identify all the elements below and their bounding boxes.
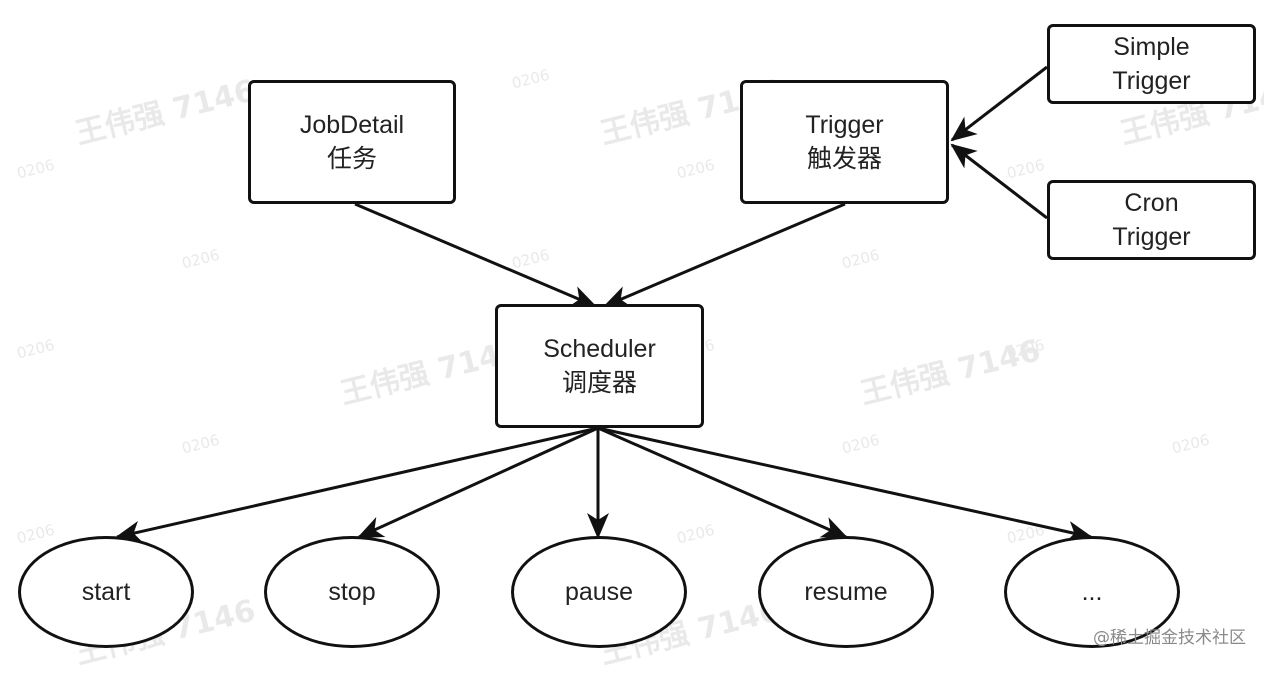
node-scheduler-title: Scheduler bbox=[543, 335, 656, 363]
node-simple-trigger: Simple Trigger bbox=[1047, 24, 1256, 104]
edge-cron-trigger-to-trigger bbox=[950, 143, 1048, 220]
node-jobdetail-title: JobDetail bbox=[299, 111, 405, 139]
node-cron-trigger: Cron Trigger bbox=[1047, 180, 1256, 260]
node-simple-trigger-line2: Trigger bbox=[1112, 67, 1191, 95]
node-scheduler: Scheduler 调度器 bbox=[495, 304, 704, 428]
action-start: start bbox=[18, 536, 194, 648]
edge-trigger-to-scheduler bbox=[603, 202, 846, 308]
action-more-label: ... bbox=[1081, 577, 1103, 606]
node-cron-trigger-line1: Cron bbox=[1124, 189, 1179, 217]
edge-scheduler-to-start bbox=[115, 426, 599, 543]
node-trigger-subtitle: 触发器 bbox=[806, 145, 882, 173]
action-stop-label: stop bbox=[328, 577, 376, 606]
node-scheduler-subtitle: 调度器 bbox=[561, 369, 637, 397]
action-resume: resume bbox=[758, 536, 934, 648]
action-start-label: start bbox=[81, 577, 131, 606]
action-stop: stop bbox=[264, 536, 440, 648]
action-more: ... bbox=[1004, 536, 1180, 648]
node-trigger-title: Trigger bbox=[805, 111, 884, 139]
action-pause: pause bbox=[511, 536, 687, 648]
action-pause-label: pause bbox=[564, 577, 634, 606]
edge-scheduler-to-stop bbox=[357, 426, 599, 539]
action-resume-label: resume bbox=[804, 577, 888, 606]
node-jobdetail: JobDetail 任务 bbox=[248, 80, 456, 204]
edge-simple-trigger-to-trigger bbox=[950, 65, 1048, 142]
edge-scheduler-to-resume bbox=[597, 426, 848, 539]
source-credit: @稀土掘金技术社区 bbox=[1093, 628, 1246, 648]
edges bbox=[115, 65, 1093, 543]
node-cron-trigger-line2: Trigger bbox=[1112, 223, 1191, 251]
edge-jobdetail-to-scheduler bbox=[354, 202, 597, 308]
node-trigger: Trigger 触发器 bbox=[740, 80, 949, 204]
edge-scheduler-to-more bbox=[597, 426, 1093, 543]
node-simple-trigger-line1: Simple bbox=[1113, 33, 1190, 61]
node-jobdetail-subtitle: 任务 bbox=[326, 145, 377, 173]
